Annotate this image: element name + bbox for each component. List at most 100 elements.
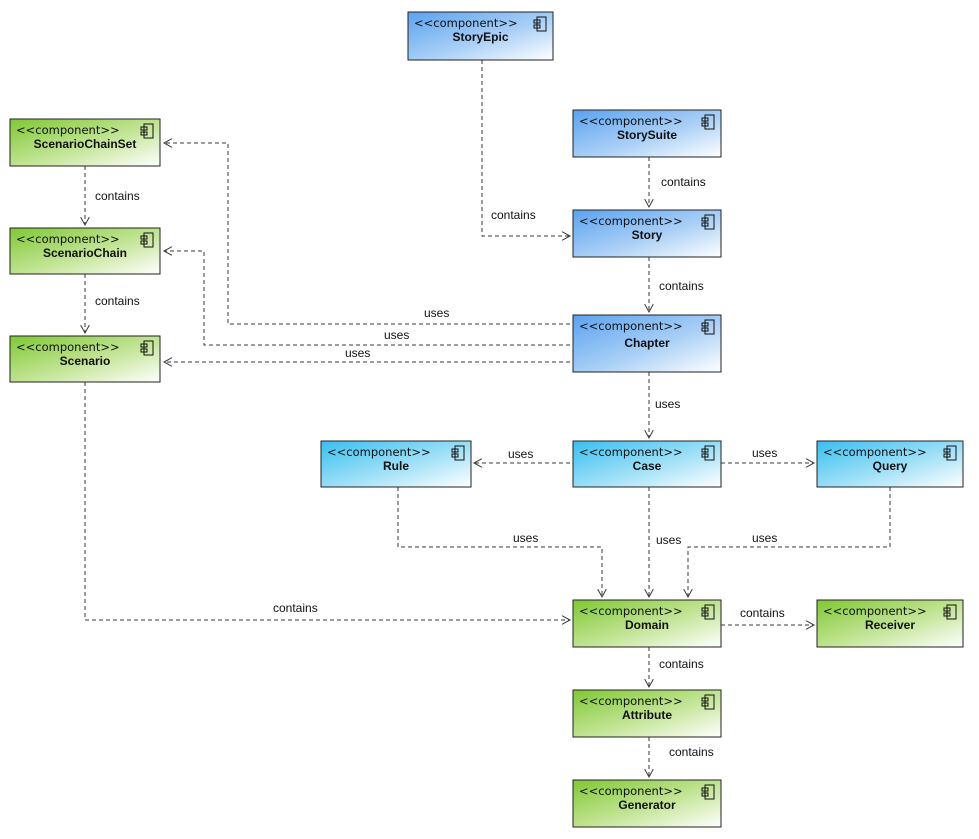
relation-label: contains — [491, 208, 536, 222]
component-icon — [943, 445, 957, 461]
component-scenariochain[interactable]: <<component>>ScenarioChain — [9, 227, 161, 275]
arrowhead — [683, 588, 693, 599]
component-name: ScenarioChainSet — [34, 137, 137, 151]
stereotype-label: <<component>> — [414, 16, 518, 30]
relation-label: contains — [669, 745, 714, 759]
relation-label: contains — [659, 657, 704, 671]
relation-label: contains — [659, 279, 704, 293]
dashed-connector — [84, 382, 570, 621]
stereotype-label: <<component>> — [579, 604, 683, 618]
component-box — [407, 11, 554, 61]
relation-scenariochainset-to-scenariochain — [80, 166, 90, 227]
relation-label: uses — [656, 533, 681, 547]
dashed-connector — [164, 142, 570, 325]
component-box — [9, 335, 161, 383]
stereotype-label: <<component>> — [327, 445, 431, 459]
component-icon — [701, 445, 715, 461]
component-icon — [140, 232, 154, 248]
dashed-connector — [164, 250, 570, 346]
dashed-connector — [481, 60, 570, 237]
relation-attribute-to-generator — [644, 737, 654, 779]
arrowhead — [561, 231, 572, 241]
component-domain[interactable]: <<component>>Domain — [572, 599, 722, 648]
arrowhead — [561, 615, 572, 625]
component-name: ScenarioChain — [43, 246, 127, 260]
component-box — [572, 689, 722, 738]
component-name: Receiver — [865, 618, 915, 632]
component-scenariochainset[interactable]: <<component>>ScenarioChainSet — [9, 118, 161, 167]
relation-label: uses — [655, 397, 680, 411]
component-query[interactable]: <<component>>Query — [816, 440, 964, 488]
component-scenario[interactable]: <<component>>Scenario — [9, 335, 161, 383]
arrowhead — [644, 198, 654, 209]
relation-chapter-to-scenariochainset — [162, 138, 570, 325]
component-generator[interactable]: <<component>>Generator — [572, 779, 722, 828]
component-icon — [140, 123, 154, 139]
relation-label: uses — [513, 531, 538, 545]
component-icon — [701, 694, 715, 710]
relation-chapter-to-scenariochain — [162, 246, 570, 346]
component-box — [9, 227, 161, 275]
component-receiver[interactable]: <<component>>Receiver — [816, 599, 964, 648]
stereotype-label: <<component>> — [823, 445, 927, 459]
component-storysuite[interactable]: <<component>>StorySuite — [572, 109, 722, 158]
component-icon — [943, 604, 957, 620]
relation-case-to-query — [721, 458, 816, 468]
stereotype-label: <<component>> — [16, 232, 120, 246]
arrowhead — [644, 678, 654, 689]
component-rule[interactable]: <<component>>Rule — [320, 440, 472, 488]
stereotype-label: <<component>> — [579, 214, 683, 228]
component-icon — [533, 16, 547, 32]
arrowhead — [644, 768, 654, 779]
relation-storyepic-to-story — [481, 60, 572, 241]
arrowhead — [644, 429, 654, 440]
component-icon — [140, 340, 154, 356]
relation-label: contains — [740, 606, 785, 620]
stereotype-label: <<component>> — [579, 445, 683, 459]
component-box — [572, 109, 722, 158]
component-name: Scenario — [60, 354, 111, 368]
stereotype-label: <<component>> — [16, 123, 120, 137]
component-box — [572, 314, 722, 373]
component-storyepic[interactable]: <<component>>StoryEpic — [407, 11, 554, 61]
relation-label: uses — [508, 447, 533, 461]
relation-label: contains — [661, 175, 706, 189]
component-icon — [701, 784, 715, 800]
relation-query-to-domain — [683, 487, 891, 599]
component-icon — [701, 604, 715, 620]
component-chapter[interactable]: <<component>>Chapter — [572, 314, 722, 373]
relation-scenario-to-domain — [84, 382, 572, 625]
component-box — [572, 599, 722, 648]
stereotype-label: <<component>> — [579, 784, 683, 798]
arrowhead — [472, 458, 483, 468]
component-name: StoryEpic — [452, 30, 508, 44]
relation-label: uses — [752, 446, 777, 460]
relation-label: contains — [95, 294, 140, 308]
component-icon — [701, 114, 715, 130]
arrowhead — [644, 303, 654, 314]
relation-label: uses — [424, 306, 449, 320]
component-box — [572, 209, 722, 258]
relation-label: contains — [95, 189, 140, 203]
component-case[interactable]: <<component>>Case — [572, 440, 722, 488]
relation-chapter-to-scenario — [162, 357, 570, 367]
components: <<component>>StoryEpic<<component>>Story… — [9, 11, 964, 828]
relation-rule-to-domain — [397, 487, 607, 599]
relation-labels: contains contains contains contains contains… — [95, 175, 785, 759]
relations — [80, 60, 891, 779]
component-box — [816, 599, 964, 648]
arrowhead — [597, 588, 607, 599]
component-name: Attribute — [622, 708, 672, 722]
arrowhead — [162, 357, 173, 367]
component-box — [572, 440, 722, 488]
arrowhead — [80, 324, 90, 335]
component-story[interactable]: <<component>>Story — [572, 209, 722, 258]
component-name: StorySuite — [617, 128, 677, 142]
stereotype-label: <<component>> — [579, 114, 683, 128]
component-icon — [701, 319, 715, 335]
component-name: Domain — [625, 618, 669, 632]
dashed-connector — [397, 487, 603, 597]
stereotype-label: <<component>> — [579, 319, 683, 333]
component-attribute[interactable]: <<component>>Attribute — [572, 689, 722, 738]
stereotype-label: <<component>> — [823, 604, 927, 618]
